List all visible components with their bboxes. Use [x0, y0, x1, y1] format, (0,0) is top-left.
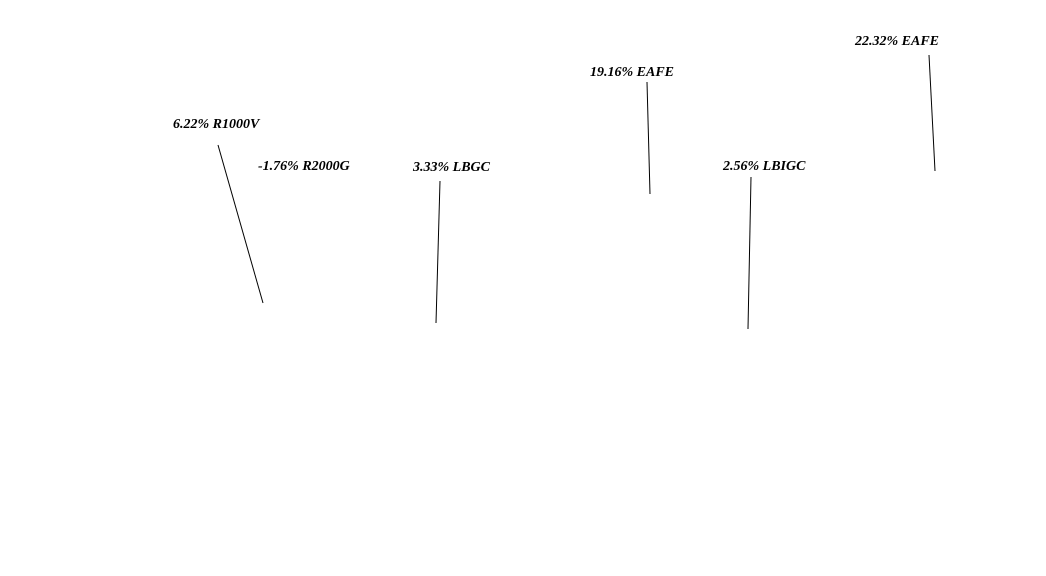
annotation-label-4: 2.56% LBIGC: [722, 159, 806, 174]
leader-line-3: [646, 81, 651, 195]
annotation-label-2: 3.33% LBGC: [412, 160, 491, 175]
leader-line-5: [928, 54, 936, 172]
leader-line-4: [747, 176, 752, 330]
annotation-label-3: 19.16% EAFE: [590, 65, 674, 80]
annotation-label-1: -1.76% R2000G: [258, 159, 350, 174]
annotation-label-5: 22.32% EAFE: [854, 34, 939, 49]
annotation-label-0: 6.22% R1000V: [173, 117, 261, 132]
leader-line-2: [435, 180, 441, 324]
leader-line-0: [217, 144, 264, 304]
